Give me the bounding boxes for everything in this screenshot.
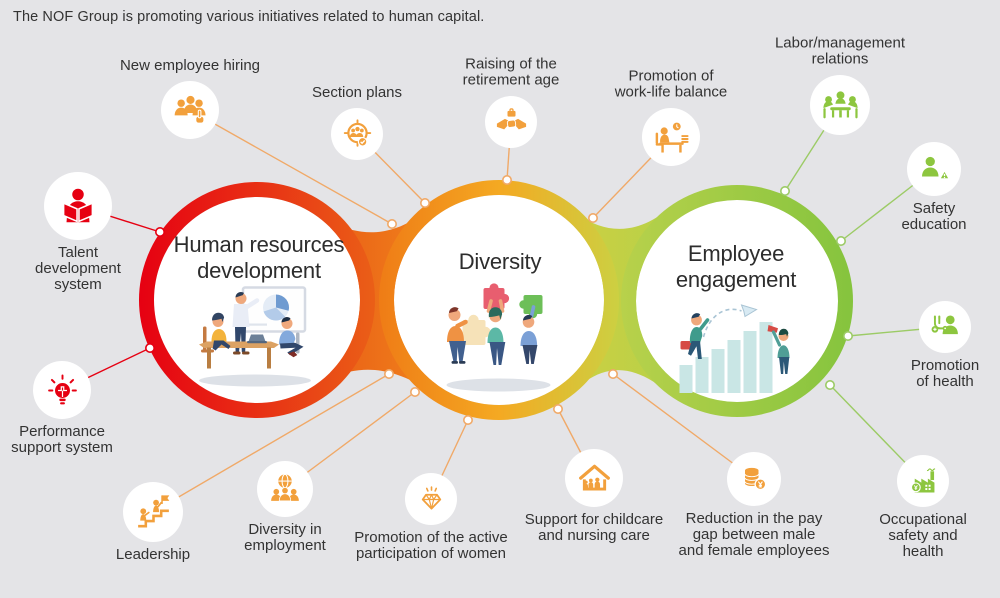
hub-title-diversity: Diversity [458, 249, 542, 275]
connector-dot [155, 227, 166, 238]
connector-dot [842, 330, 853, 341]
connector-dot [587, 213, 598, 224]
connector-line [189, 109, 393, 225]
initiative-node-raising-of-the-retirement-age [485, 96, 537, 148]
puzzle-team-illustration [446, 283, 551, 392]
hub-title-hrd: Human resources development [173, 232, 345, 283]
meeting-presentation-illustration [199, 286, 311, 387]
initiative-label: Diversity in employment [244, 521, 326, 555]
house-family-icon [578, 464, 610, 491]
initiative-label: Support for childcare and nursing care [524, 511, 664, 545]
initiative-label: Talent development system [35, 244, 121, 294]
initiative-node-promotion-of-health [919, 301, 971, 353]
handshake-briefcase-icon [496, 107, 526, 129]
initiative-node-support-for-childcare-and-nursing-care [565, 449, 623, 507]
initiative-label: Occupational safety and health [879, 511, 967, 561]
hub-engagement-ring [621, 185, 853, 417]
initiative-node-talent-development-system [44, 172, 112, 240]
connector-dot [386, 219, 397, 230]
initiative-label: Safety education [901, 200, 967, 234]
initiative-node-promotion-of-work-life-balance [642, 108, 700, 166]
growth-bars-illustration [679, 304, 790, 393]
connector-dot [824, 379, 835, 390]
initiative-node-occupational-safety-and-health [897, 455, 949, 507]
stairs-flag-icon [137, 494, 169, 527]
coins-yen-icon [744, 467, 767, 491]
initiative-node-reduction-in-the-pay-gap [727, 452, 781, 506]
initiative-label: Promotion of work-life balance [614, 67, 728, 101]
connector-dot [835, 236, 846, 247]
connector-dot [419, 198, 430, 209]
initiative-node-performance-support-system [33, 361, 91, 419]
page-title: The NOF Group is promoting various initi… [13, 9, 485, 25]
initiative-node-safety-education [907, 142, 961, 196]
globe-people-icon [271, 473, 299, 502]
person-warning-icon [922, 156, 950, 180]
hub-hrd-ring [139, 182, 375, 418]
initiative-label: Leadership [115, 546, 191, 563]
initiative-node-new-employee-hiring [161, 81, 219, 139]
initiative-label: New employee hiring [119, 56, 261, 74]
initiative-label: Promotion of health [910, 357, 980, 391]
idea-bulb-icon [47, 373, 77, 404]
connector-line [612, 373, 755, 480]
desk-clock-icon [655, 122, 689, 153]
stethoscope-person-icon [931, 314, 958, 334]
connector-dot [409, 386, 420, 397]
initiative-node-leadership [123, 482, 183, 542]
gem-sparkle-icon [421, 485, 441, 510]
initiative-label: Promotion of the active participation of… [354, 529, 508, 563]
connector-line [152, 373, 390, 513]
hub-title-engagement: Employee engagement [675, 241, 797, 292]
initiative-label: Labor/management relations [774, 34, 906, 68]
hub-diversity-ring [379, 180, 619, 420]
initiative-label: Raising of the retirement age [462, 55, 560, 89]
connector-dot [383, 368, 394, 379]
initiative-node-labor-management-relations [810, 75, 870, 135]
connector-dot [607, 368, 618, 379]
initiative-node-promotion-of-active-participation-of-women [405, 473, 457, 525]
initiative-label: Section plans [311, 83, 403, 101]
connector-dot [501, 175, 512, 186]
initiative-node-section-plans [331, 108, 383, 160]
connector-dot [779, 186, 790, 197]
initiative-node-diversity-in-employment [257, 461, 313, 517]
connector-dot [462, 414, 473, 425]
meeting-table-icon [822, 90, 858, 118]
initiative-label: Reduction in the pay gap between male an… [678, 510, 830, 560]
book-reader-icon [62, 188, 94, 223]
target-team-icon [343, 118, 371, 147]
connector-dot [145, 342, 156, 353]
connector-dot [552, 403, 563, 414]
people-cursor-icon [174, 95, 206, 124]
factory-yen-icon [910, 467, 935, 492]
initiative-label: Performance support system [11, 423, 113, 457]
